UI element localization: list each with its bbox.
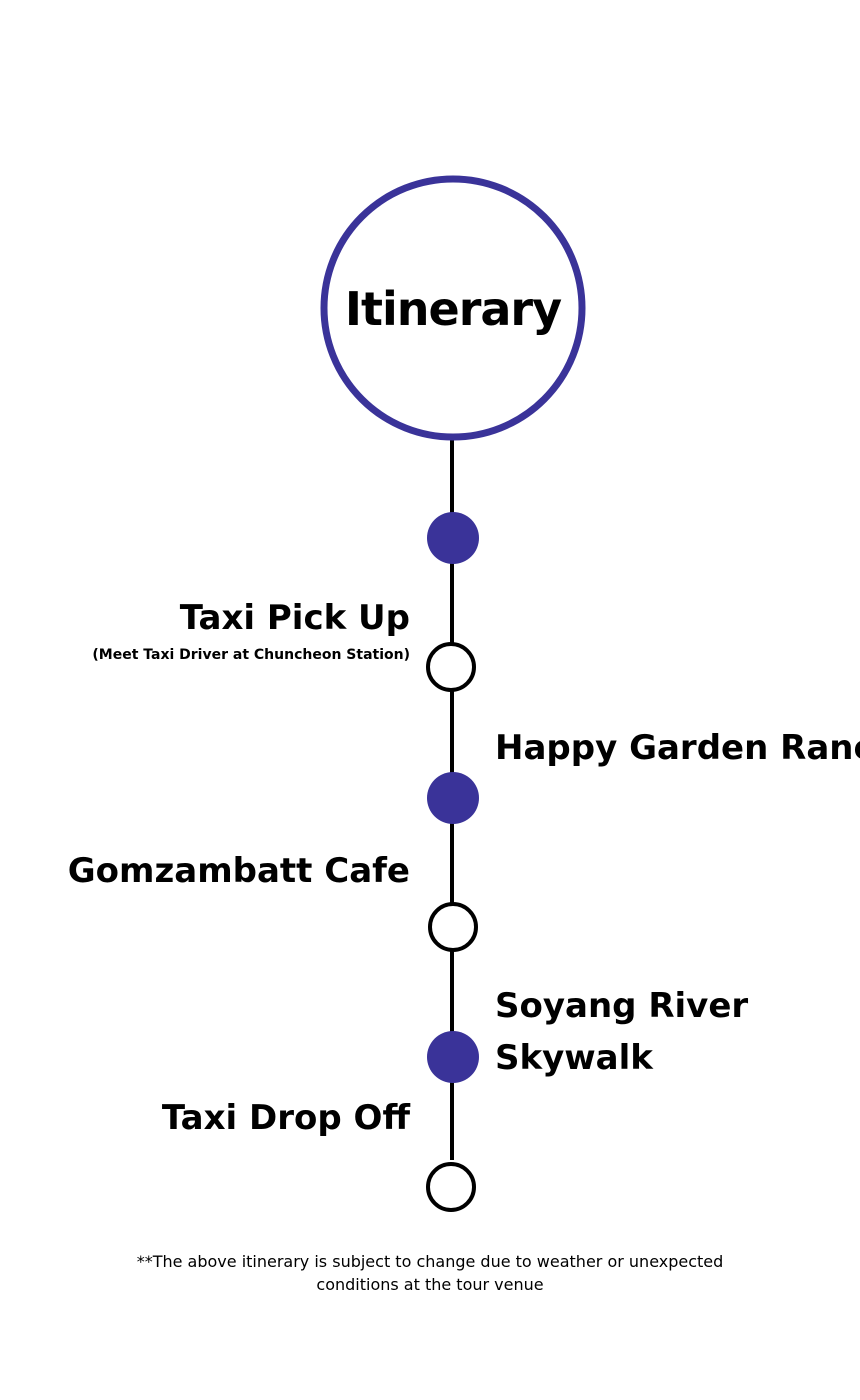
filled-node-1 (427, 512, 479, 564)
stop-label-soyang-river-line1: Soyang River (495, 986, 749, 1026)
footnote: **The above itinerary is subject to chan… (130, 1250, 730, 1296)
stop-label-soyang-river-line2: Skywalk (495, 1038, 653, 1078)
footnote-line-1: **The above itinerary is subject to chan… (136, 1252, 724, 1271)
stop-label-gomzambatt-cafe: Gomzambatt Cafe (67, 851, 410, 891)
hollow-node-3 (426, 1162, 476, 1212)
filled-node-2 (427, 772, 479, 824)
stop-label-taxi-pick-up: Taxi Pick Up (179, 598, 410, 638)
filled-node-3 (427, 1031, 479, 1083)
footnote-line-2: conditions at the tour venue (316, 1275, 544, 1294)
stop-note-chuncheon-station: (Meet Taxi Driver at Chuncheon Station) (92, 647, 410, 663)
stop-label-happy-garden-ranch: Happy Garden Ranch (495, 728, 860, 768)
itinerary-title: Itinerary (344, 282, 562, 336)
hollow-node-2 (428, 902, 478, 952)
hollow-node-1 (426, 642, 476, 692)
stop-label-taxi-drop-off: Taxi Drop Off (161, 1098, 410, 1138)
title-circle (320, 175, 586, 441)
